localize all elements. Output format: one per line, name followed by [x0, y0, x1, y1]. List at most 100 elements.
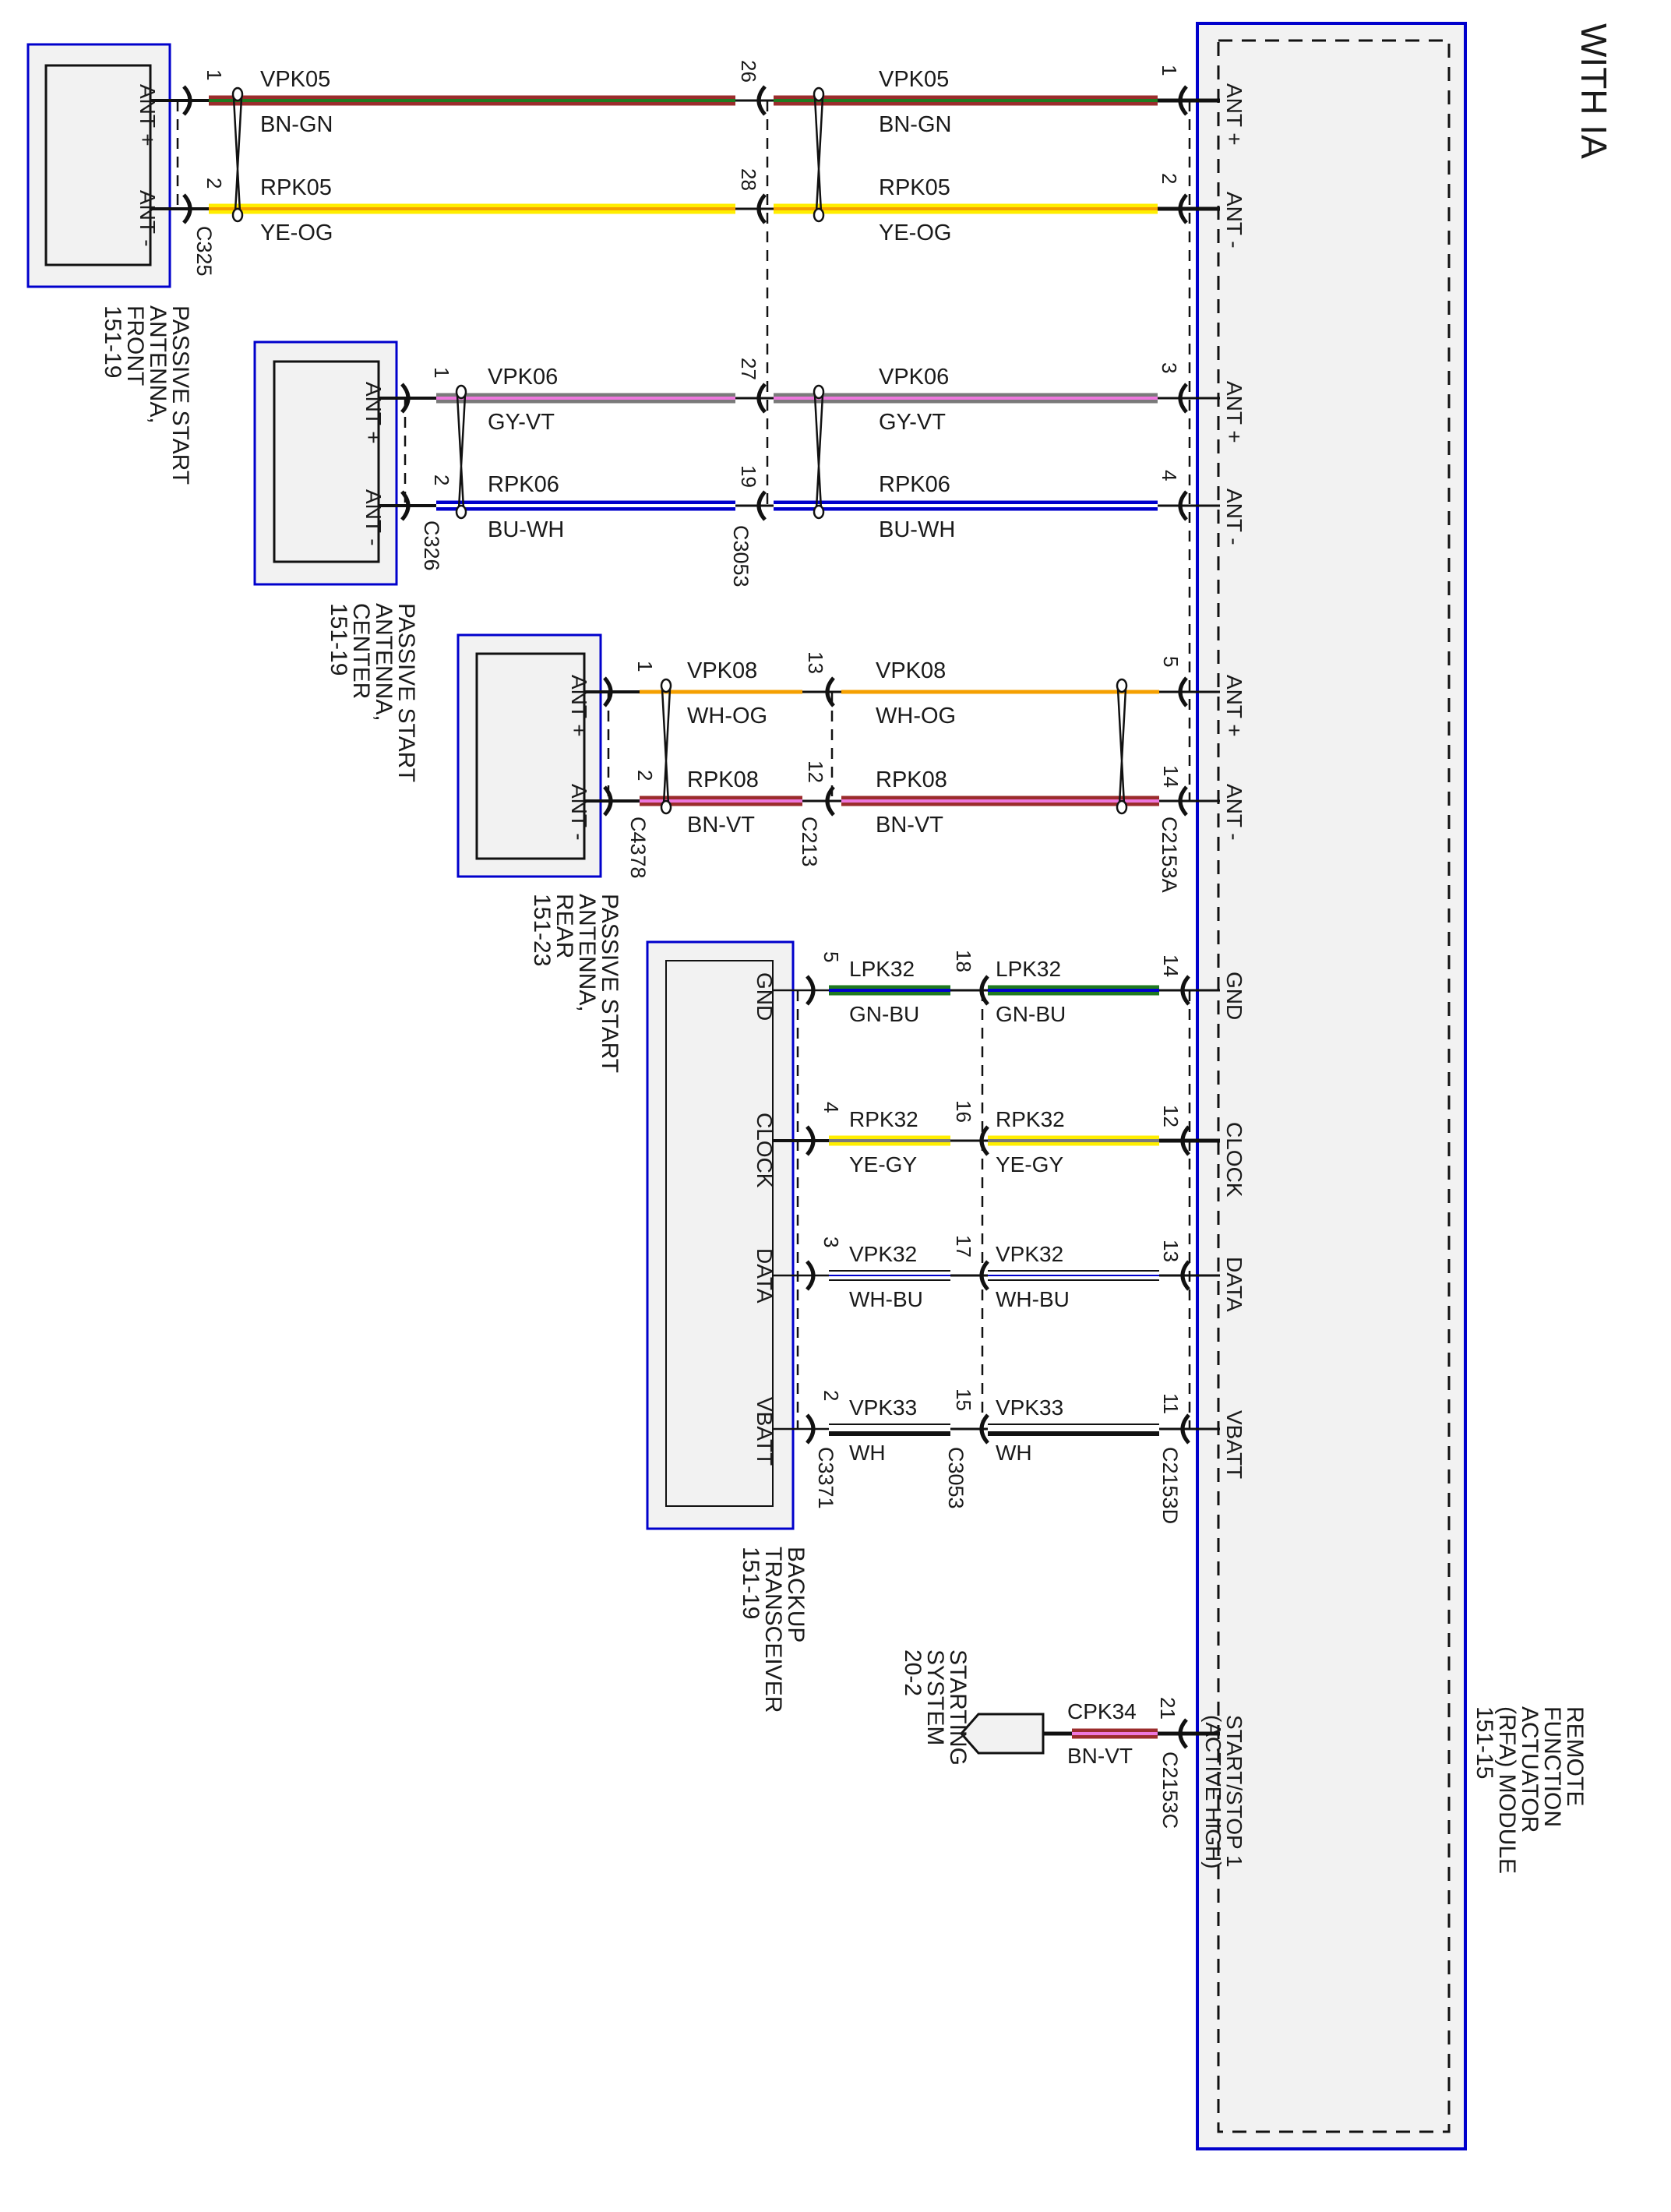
left-pin-number: 1	[633, 661, 657, 672]
arrow-head	[1178, 193, 1188, 224]
module-pin-label-2: (ACTIVE HIGH)	[1201, 1715, 1225, 1869]
left-pin-number: 1	[430, 367, 453, 378]
right-connector-arrow	[1178, 785, 1188, 817]
twist-line	[661, 688, 672, 805]
module-name-line: 151-15	[1472, 1706, 1497, 1779]
left-pin-number: 2	[430, 475, 453, 485]
circuit-label: RPK08	[876, 767, 947, 792]
right-pin-number: 4	[1158, 470, 1181, 481]
arrow-head	[603, 785, 613, 817]
right-pin-number: 11	[1159, 1393, 1183, 1414]
right-pin-number: 2	[1158, 173, 1181, 184]
wire-segment-left	[829, 1424, 950, 1436]
diagram-title: WITH IA	[1574, 23, 1614, 159]
arrow-head	[1180, 975, 1190, 1006]
c2153d-connector-label: C2153D	[1158, 1447, 1182, 1524]
twist-line	[813, 394, 824, 510]
circuit-label: VPK06	[879, 365, 949, 390]
c213-connector-label: C213	[798, 817, 821, 867]
right-connector-arrow	[1178, 490, 1188, 521]
right-pin-number: 21	[1156, 1697, 1179, 1720]
module-pin-label: ANT -	[1222, 489, 1246, 545]
circuit-label: VPK33	[849, 1395, 917, 1420]
wire-segment-left	[829, 1270, 950, 1281]
circuit-label: RPK32	[996, 1107, 1065, 1131]
right-connector-arrow	[1178, 1718, 1188, 1749]
color-code-label: YE-OG	[260, 220, 333, 245]
right-connector-arrow	[1178, 676, 1188, 707]
arrow-head	[806, 1413, 816, 1445]
backup-name-line: BACKUP	[783, 1547, 809, 1642]
mid-connector-arrow	[756, 85, 767, 116]
left-pin-number: 2	[820, 1390, 843, 1401]
right-connector-arrow	[1180, 1260, 1190, 1291]
center-name-line: PASSIVE START	[393, 603, 419, 782]
color-code-label: BN-VT	[687, 813, 755, 838]
arrow-head	[182, 193, 192, 224]
left-pin-number: 2	[633, 770, 657, 781]
twist-line	[456, 394, 467, 510]
circuit-label: RPK06	[488, 472, 559, 497]
color-code-label: WH-OG	[687, 704, 767, 729]
arrow-head	[1178, 785, 1188, 817]
arrow-head	[806, 975, 816, 1006]
module-name-line: ACTUATOR	[1517, 1706, 1542, 1833]
circuit-label: RPK08	[687, 767, 759, 792]
color-code-label: WH-BU	[849, 1287, 923, 1311]
center-name-line: 151-19	[326, 603, 351, 676]
arrow-head	[825, 785, 835, 817]
mid-pin-number: 17	[952, 1235, 975, 1258]
mid-pin-number: 15	[952, 1388, 975, 1411]
mid-pin-number: 28	[737, 168, 760, 191]
arrow-head	[1178, 85, 1188, 116]
color-code-label: BN-GN	[879, 112, 951, 137]
left-pin-number: 2	[203, 178, 226, 189]
arrow-head	[1180, 1125, 1190, 1156]
circuit-label: RPK05	[260, 175, 332, 200]
mid-pin-number: 12	[804, 760, 827, 783]
color-code-label: YE-GY	[996, 1152, 1063, 1177]
backup-transceiver: BACKUPTRANSCEIVER151-19GNDCLOCKDATAVBATT…	[646, 940, 837, 1713]
front-name-line: PASSIVE START	[167, 305, 193, 485]
left-pin-number: 4	[820, 1102, 843, 1113]
mid-connector-arrow	[756, 490, 767, 521]
circuit-label: RPK05	[879, 175, 950, 200]
rear-name-line: PASSIVE START	[597, 894, 622, 1073]
mid-pin-number: 19	[737, 465, 760, 488]
module-pin-label: ANT -	[1222, 784, 1246, 841]
c3053-connector-label: C3053	[944, 1447, 968, 1509]
center-pin-label: ANT +	[361, 382, 386, 444]
twist-line	[813, 97, 824, 213]
arrow-head	[979, 975, 989, 1006]
circuit-label: VPK06	[488, 365, 558, 390]
center-antenna-inner	[273, 360, 380, 563]
center-name-line: CENTER	[348, 603, 374, 699]
color-code-label: BN-VT	[1067, 1744, 1133, 1768]
arrow-head	[1178, 383, 1188, 414]
starting-name-line: 20-2	[900, 1649, 925, 1696]
right-pin-number: 14	[1159, 765, 1183, 788]
arrow-head	[806, 1125, 816, 1156]
mid-pin-number: 18	[952, 950, 975, 972]
backup-pin-label: DATA	[753, 1248, 777, 1304]
mid-pin-number: 26	[737, 60, 760, 83]
color-code-label: WH-OG	[876, 704, 956, 729]
left-connector-arrow	[603, 785, 613, 817]
module-pin-label: CLOCK	[1222, 1122, 1246, 1198]
arrow-head	[756, 193, 767, 224]
twist-end	[231, 86, 244, 102]
front-connector-label: C325	[192, 226, 216, 277]
right-connector-arrow	[1180, 1125, 1190, 1156]
left-pin-number: 1	[203, 69, 226, 80]
right-pin-number: 13	[1159, 1240, 1183, 1262]
right-connector-arrow	[1178, 383, 1188, 414]
twist-end	[813, 207, 825, 223]
twist-end	[813, 384, 825, 400]
right-connector-arrow	[1178, 193, 1188, 224]
twist-end	[660, 799, 672, 815]
twisted-pair-marker	[455, 384, 467, 520]
